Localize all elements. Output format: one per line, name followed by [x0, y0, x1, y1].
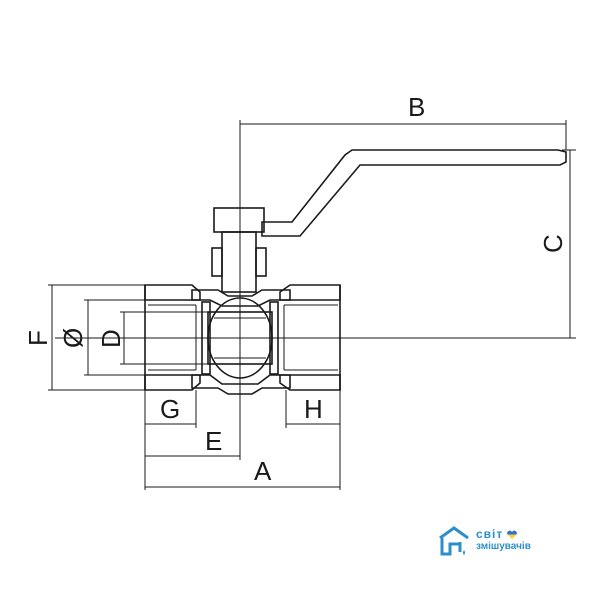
dim-label-h: H: [304, 394, 323, 424]
brand-logo: світ змішувачів: [436, 520, 586, 560]
dimension-lines: [48, 120, 576, 490]
dim-label-e: E: [205, 426, 222, 456]
logo-text-line2: змішувачів: [476, 541, 531, 552]
valve-body: [55, 284, 575, 395]
valve-stem: [211, 120, 267, 460]
dim-label-d: D: [96, 329, 126, 348]
dim-label-o: Ø: [58, 328, 88, 348]
dim-label-b: B: [408, 92, 425, 122]
faucet-house-icon: [439, 526, 469, 556]
dim-label-f: F: [23, 330, 53, 346]
dim-label-g: G: [160, 394, 180, 424]
dim-label-a: A: [254, 456, 272, 486]
logo-text-line1: світ: [476, 527, 504, 541]
dim-label-c: C: [538, 234, 568, 253]
lever-handle: [261, 149, 567, 237]
heart-icon: [507, 530, 518, 539]
